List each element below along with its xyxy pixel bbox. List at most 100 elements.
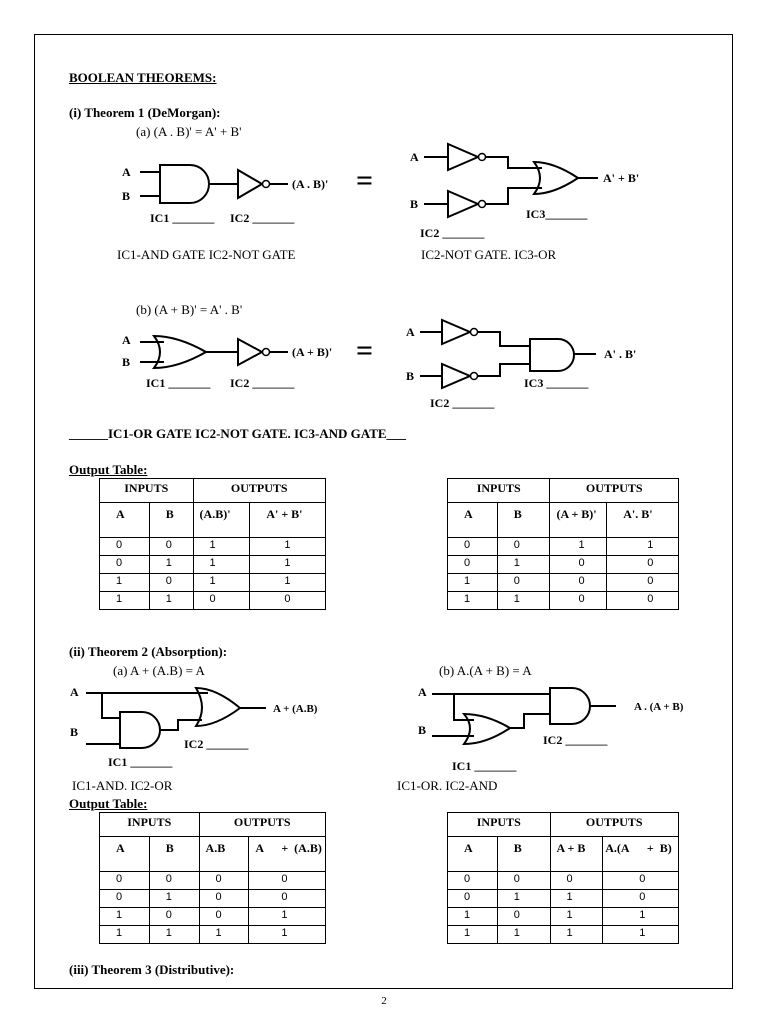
header-outputs: OUTPUTS xyxy=(198,812,327,837)
output-label: A + (A.B) xyxy=(273,703,318,715)
output-table-label-1: Output Table: xyxy=(69,462,148,477)
and-gate-icon xyxy=(529,338,575,372)
demorgan-b-left-circuit: A B (A + B)' IC1 _______ IC2 _______ xyxy=(122,333,332,390)
col-out1: (A.B)' xyxy=(192,502,251,538)
input-a-label: A xyxy=(406,325,415,339)
header-inputs: INPUTS xyxy=(447,812,551,837)
theorem3-heading: (iii) Theorem 3 (Distributive): xyxy=(69,962,235,977)
demorgan-a-right-circuit: A B A' + B' IC3_______ IC2 _______ xyxy=(410,142,639,240)
not-gate-icon xyxy=(447,189,481,219)
output-table-label-2: Output Table: xyxy=(69,796,148,811)
not-gate-icon xyxy=(447,142,481,172)
absorption-a-caption: IC1-AND. IC2-OR xyxy=(72,778,173,793)
not-gate-icon xyxy=(441,318,473,346)
output-label: A . (A + B) xyxy=(634,701,684,713)
output-label: A' . B' xyxy=(604,347,636,361)
demorgan-a-left-caption: IC1-AND GATE IC2-NOT GATE xyxy=(117,247,296,262)
output-label: (A + B)' xyxy=(292,345,332,359)
col-b: B xyxy=(496,836,551,872)
demorgan-b-caption: ______IC1-OR GATE IC2-NOT GATE. IC3-AND … xyxy=(69,426,407,441)
header-outputs: OUTPUTS xyxy=(192,478,327,503)
col-out2: A' + B' xyxy=(249,502,326,538)
col-a: A xyxy=(447,502,498,538)
col-a: A xyxy=(99,502,150,538)
demorgan-b-right-circuit: A B A' . B' IC3 _______ IC2 _______ xyxy=(406,318,636,410)
col-out1: A.B xyxy=(198,836,250,872)
and-gate-icon xyxy=(549,687,591,725)
page-title: BOOLEAN THEOREMS: xyxy=(69,70,217,85)
header-inputs: INPUTS xyxy=(99,812,200,837)
equals-sign-2: = xyxy=(356,334,374,367)
ic2-label: IC2 _______ xyxy=(543,733,608,747)
not-gate-icon xyxy=(237,168,264,200)
and-gate-icon xyxy=(159,164,210,204)
theorem1-a-equation: (a) (A . B)' = A' + B' xyxy=(136,124,242,139)
header-outputs: OUTPUTS xyxy=(549,812,680,837)
ic1-label: IC1 _______ xyxy=(452,759,517,773)
and-gate-icon xyxy=(119,711,161,749)
not-gate-icon xyxy=(237,337,265,367)
not-gate-icon xyxy=(441,362,473,390)
theorem1-b-equation: (b) (A + B)' = A' . B' xyxy=(136,302,243,317)
col-a: A xyxy=(447,836,498,872)
col-out2: A.(A + B) xyxy=(602,836,679,872)
theorem1-heading: (i) Theorem 1 (DeMorgan): xyxy=(69,105,221,120)
or-gate-icon xyxy=(152,334,209,370)
input-a-label: A xyxy=(410,150,419,164)
demorgan-a-right-caption: IC2-NOT GATE. IC3-OR xyxy=(421,247,557,262)
theorem2-a-equation: (a) A + (A.B) = A xyxy=(113,663,205,678)
absorption-b-circuit: A B A . (A + B) IC2 _______ IC1 _______ xyxy=(418,685,684,773)
ic1-label: IC1 _______ xyxy=(150,211,215,225)
input-b-label: B xyxy=(410,197,418,211)
header-inputs: INPUTS xyxy=(446,478,551,503)
header-inputs: INPUTS xyxy=(99,478,194,503)
col-out2: A'. B' xyxy=(606,502,679,538)
ic2-label: IC2 _______ xyxy=(420,226,485,240)
ic3-label: IC3 _______ xyxy=(524,376,589,390)
page-number: 2 xyxy=(381,995,387,1007)
col-b: B xyxy=(148,502,194,538)
input-a-label: A xyxy=(70,685,79,699)
col-out1: A + B xyxy=(549,836,604,872)
output-label: A' + B' xyxy=(603,171,639,185)
demorgan-a-left-circuit: A B (A . B)' IC1 _______ IC2 _______ xyxy=(122,164,328,225)
input-b-label: B xyxy=(418,723,426,737)
page-border xyxy=(34,34,733,989)
input-b-label: B xyxy=(122,355,130,369)
col-a: A xyxy=(99,836,150,872)
input-b-label: B xyxy=(70,725,78,739)
absorption-a-circuit: A B A + (A.B) IC2 _______ IC1 _______ xyxy=(70,685,318,769)
ic1-label: IC1 _______ xyxy=(108,755,173,769)
theorem2-b-equation: (b) A.(A + B) = A xyxy=(439,663,532,678)
or-gate-icon xyxy=(194,686,242,728)
input-a-label: A xyxy=(122,165,131,179)
col-out1: (A + B)' xyxy=(549,502,608,538)
input-a-label: A xyxy=(122,333,131,347)
ic2-label: IC2 _______ xyxy=(230,211,295,225)
ic2-label: IC2 _______ xyxy=(430,396,495,410)
equals-sign-1: = xyxy=(356,164,374,197)
input-b-label: B xyxy=(406,369,414,383)
ic2-label: IC2 _______ xyxy=(184,737,249,751)
input-b-label: B xyxy=(122,189,130,203)
ic1-label: IC1 _______ xyxy=(146,376,211,390)
theorem2-heading: (ii) Theorem 2 (Absorption): xyxy=(69,644,228,659)
col-b: B xyxy=(148,836,200,872)
